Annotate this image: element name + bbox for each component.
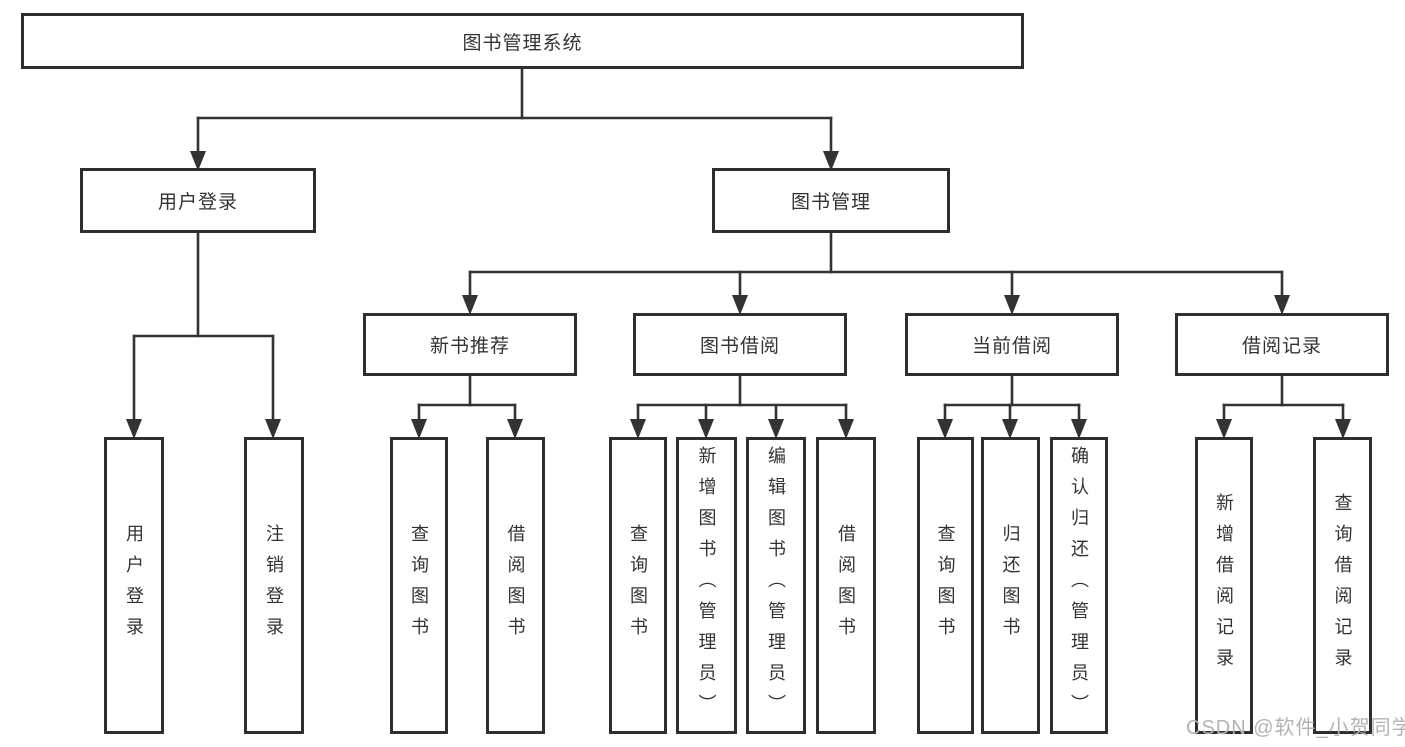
node-leaf-add-book: 新增图书（管理员） — [676, 437, 737, 734]
node-leaf-borrow-books-2: 借阅图书 — [816, 437, 876, 734]
arrowhead-icon — [838, 419, 854, 439]
node-leaf-add-borrow-record: 新增借阅记录 — [1195, 437, 1253, 734]
node-book-mgmt: 图书管理 — [712, 168, 950, 233]
node-leaf-return-book: 归还图书 — [981, 437, 1040, 734]
arrowhead-icon — [190, 151, 206, 171]
node-leaf-borrow-books-1: 借阅图书 — [486, 437, 545, 734]
arrowhead-icon — [462, 295, 478, 315]
node-new-book-rec: 新书推荐 — [363, 313, 577, 376]
csdn-watermark: CSDN @软件_小贺同学 — [1186, 717, 1405, 739]
node-leaf-confirm-return: 确认归还（管理员） — [1050, 437, 1108, 734]
node-leaf-edit-book: 编辑图书（管理员） — [746, 437, 806, 734]
arrowhead-icon — [1274, 295, 1290, 315]
arrowhead-icon — [1071, 419, 1087, 439]
node-borrow-records: 借阅记录 — [1175, 313, 1389, 376]
node-user-login: 用户登录 — [80, 168, 316, 233]
arrowhead-icon — [732, 295, 748, 315]
arrowhead-icon — [1216, 419, 1232, 439]
arrowhead-icon — [768, 419, 784, 439]
node-current-borrow: 当前借阅 — [905, 313, 1119, 376]
node-leaf-query-books-3: 查询图书 — [917, 437, 974, 734]
arrowhead-icon — [126, 419, 142, 439]
node-leaf-user-login: 用户登录 — [104, 437, 164, 734]
arrowhead-icon — [1004, 295, 1020, 315]
node-leaf-logout: 注销登录 — [244, 437, 304, 734]
node-book-borrow: 图书借阅 — [633, 313, 847, 376]
arrowhead-icon — [823, 151, 839, 171]
arrowhead-icon — [630, 419, 646, 439]
node-root: 图书管理系统 — [21, 13, 1024, 69]
arrowhead-icon — [1335, 419, 1351, 439]
arrowhead-icon — [1002, 419, 1018, 439]
arrowhead-icon — [698, 419, 714, 439]
node-leaf-query-borrow-record: 查询借阅记录 — [1313, 437, 1372, 734]
node-leaf-query-books-2: 查询图书 — [609, 437, 667, 734]
arrowhead-icon — [411, 419, 427, 439]
arrowhead-icon — [507, 419, 523, 439]
arrowhead-icon — [937, 419, 953, 439]
node-leaf-query-books-1: 查询图书 — [390, 437, 448, 734]
arrowhead-icon — [265, 419, 281, 439]
